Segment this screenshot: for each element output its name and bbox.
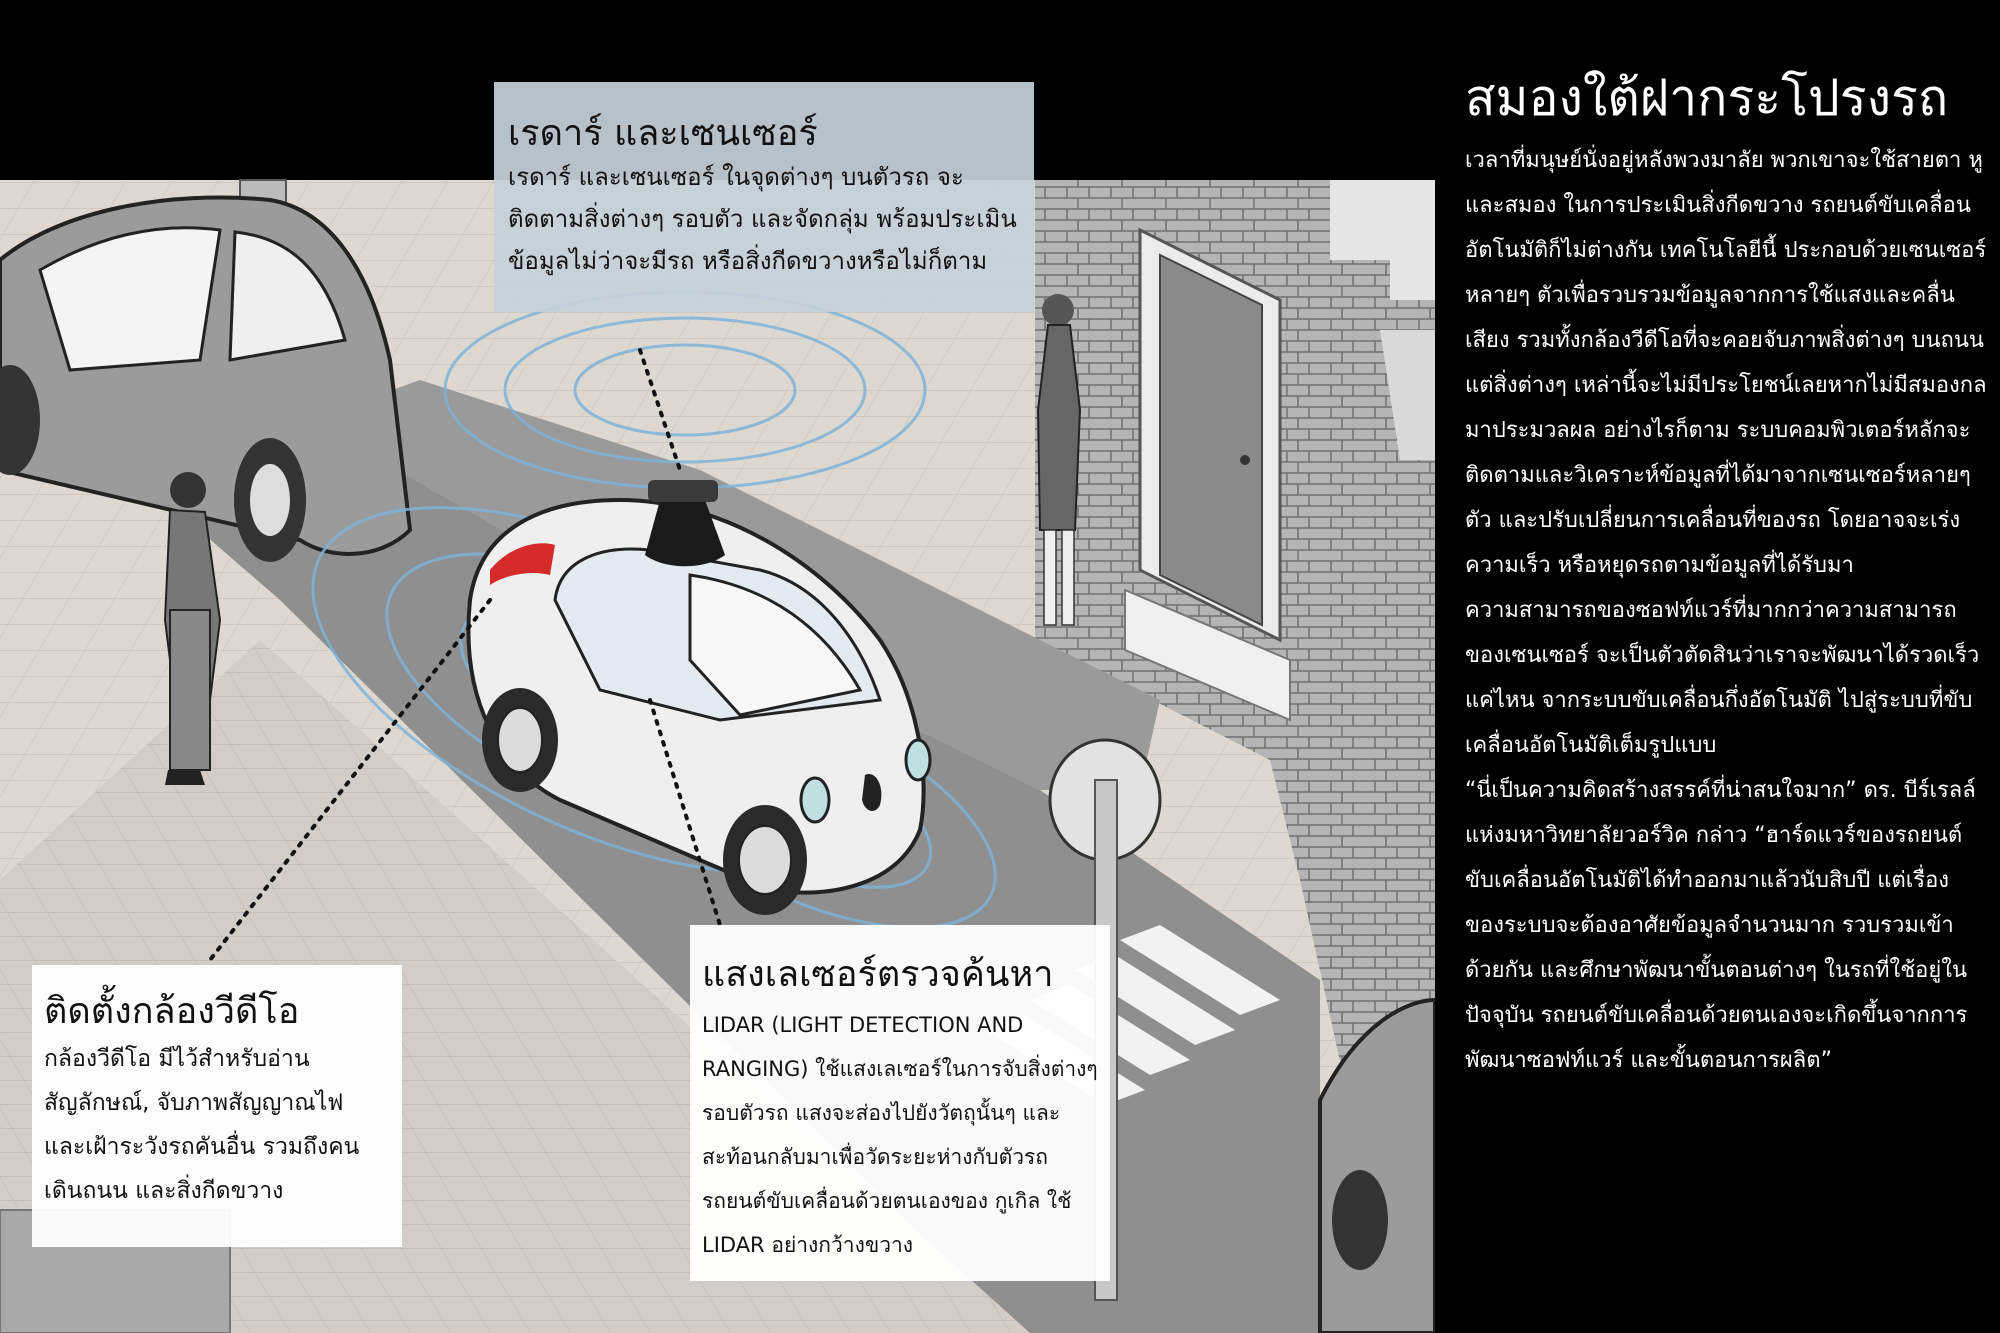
article-title: สมองใต้ฝากระโปรงรถ <box>1465 69 1949 127</box>
upper-left-black <box>0 0 500 180</box>
camera-callout-body: กล้องวีดีโอ มีไว้สำหรับอ่านสัญลักษณ์, จั… <box>44 1046 360 1204</box>
lidar-callout-title: แสงเลเซอร์ตรวจค้นหา <box>702 954 1054 995</box>
side-article-panel: สมองใต้ฝากระโปรงรถ เวลาที่มนุษย์นั่งอยู่… <box>1435 0 2000 1333</box>
door <box>1159 253 1263 627</box>
tail-light <box>490 543 555 585</box>
parked-car-left <box>0 195 413 562</box>
radar-callout-body: เรดาร์ และเซนเซอร์ ในจุดต่างๆ บนตัวรถ จะ… <box>508 163 1017 275</box>
brick-wall <box>1035 180 1435 1333</box>
pedestrian-man <box>163 472 222 785</box>
car-headlight-left <box>799 776 831 824</box>
parked-car-right <box>1318 997 1437 1333</box>
door-step <box>1124 588 1291 722</box>
car-headlight-right <box>904 738 932 782</box>
camera-callout-title: ติดตั้งกล้องวีดีโอ <box>44 991 300 1032</box>
article-paragraph-2: แต่สิ่งต่างๆ เหล่านี้จะไม่มีประโยชน์เลยห… <box>1465 373 1987 578</box>
pedestrian-woman <box>1036 294 1082 626</box>
car-nose-sensor <box>862 774 882 812</box>
lidar-callout-body: LIDAR (LIGHT DETECTION AND RANGING) ใช้แ… <box>702 1013 1098 1257</box>
article-paragraph-4: “นี่เป็นความคิดสร้างสรรค์ที่น่าสนใจมาก” … <box>1465 778 1976 1073</box>
lidar-dome <box>645 500 725 567</box>
radar-sensor-callout: เรดาร์ และเซนเซอร์ เรดาร์ และเซนเซอร์ ใน… <box>494 82 1034 312</box>
article-paragraph-3: ความสามารถของซอฟท์แวร์ที่มากกว่าความสามา… <box>1465 598 1980 758</box>
self-driving-car <box>466 480 932 915</box>
wall-light-patch-2 <box>1380 330 1435 460</box>
lidar-callout: แสงเลเซอร์ตรวจค้นหา LIDAR (LIGHT DETECTI… <box>690 925 1110 1281</box>
wall-light-patch <box>1330 180 1435 300</box>
video-camera-callout: ติดตั้งกล้องวีดีโอ กล้องวีดีโอ มีไว้สำหร… <box>32 965 402 1247</box>
radar-callout-title: เรดาร์ และเซนเซอร์ <box>508 113 818 154</box>
leader-lines <box>208 348 722 962</box>
article-paragraph-1: เวลาที่มนุษย์นั่งอยู่หลังพวงมาลัย พวกเขา… <box>1465 148 1987 353</box>
door-knob <box>1240 455 1250 465</box>
